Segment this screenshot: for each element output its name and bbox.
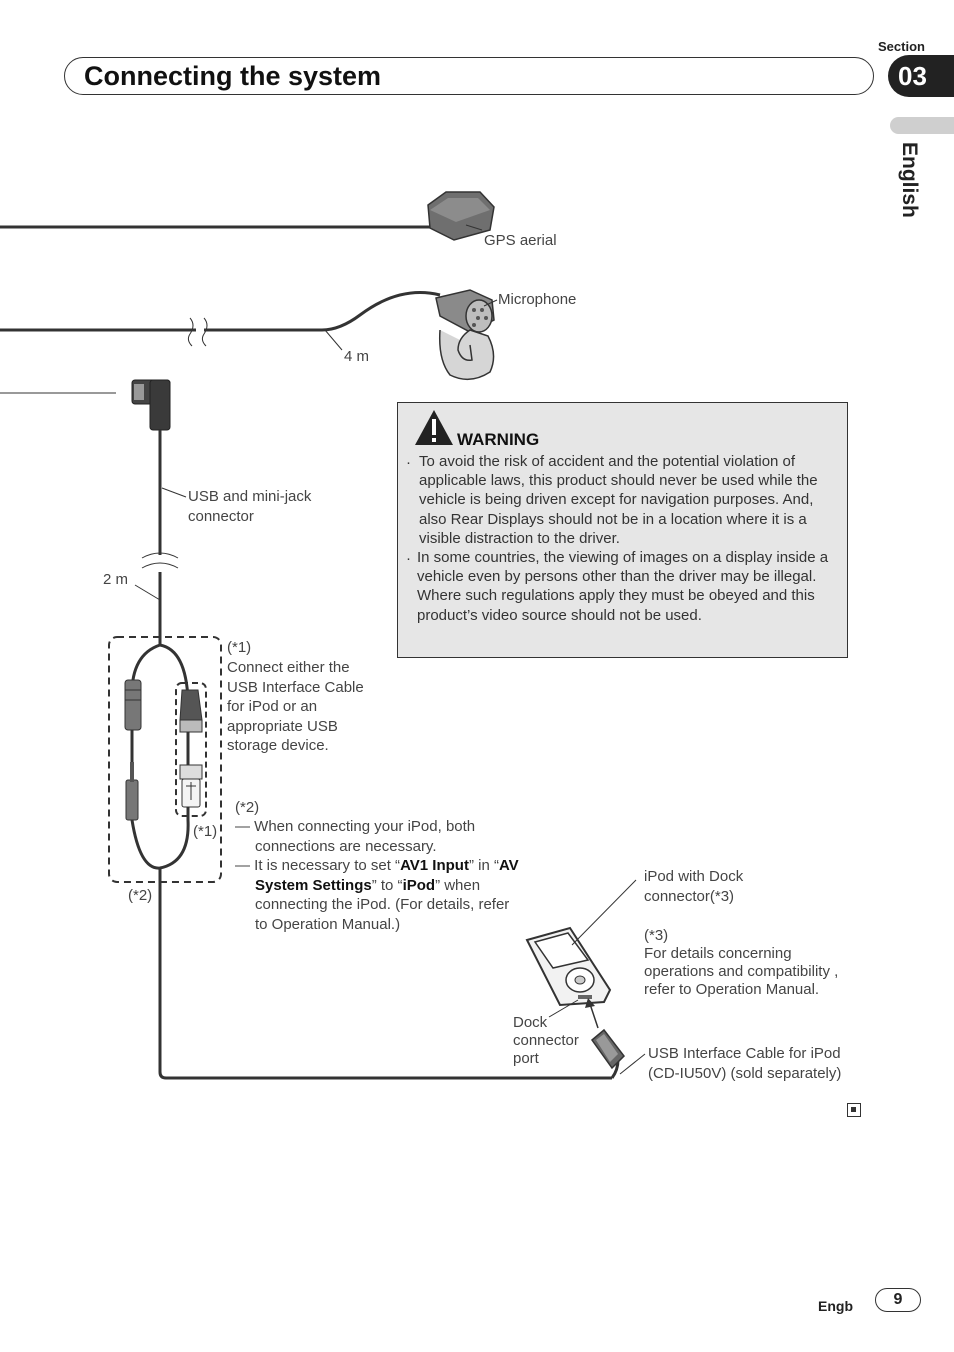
end-of-section-icon [847,1103,861,1117]
usb-connector-label: USB and mini-jack connector [188,488,312,525]
group-outline-1 [175,682,207,817]
usb-plug-icon [179,764,203,808]
note1-text: Connect either the USB Interface Cable f… [227,659,364,754]
warning-item: To avoid the risk of accident and the po… [419,453,818,547]
dock-connector-icon [590,1028,625,1070]
usb-cable-length: 2 m [103,571,129,588]
gps-aerial-icon [427,191,495,241]
note1-ref: (*1) [227,639,252,656]
warning-box [397,402,848,658]
footer-language-code: Engb [818,1298,853,1314]
warning-bullet: · [406,454,411,471]
microphone-icon [435,289,495,381]
note2-ref: (*2) [235,799,260,816]
page-number: 9 [875,1288,921,1312]
language-label: English [898,142,921,218]
warning-item: In some countries, the viewing of images… [417,549,829,624]
mic-cable-length: 4 m [344,348,370,365]
usb-ipod-cable-label: USB Interface Cable for iPod (CD-IU50V) … [648,1045,842,1082]
warning-title: WARNING [457,430,540,449]
section-number: 03 [888,55,954,97]
language-tab [890,117,954,134]
ipod-icon [525,926,612,1007]
mini-jack-plug-icon [125,762,139,821]
note2-mark: (*2) [128,887,153,904]
gps-aerial-label: GPS aerial [484,232,557,249]
page-title: Connecting the system [84,61,382,91]
usb-socket-icon [179,689,203,733]
section-label: Section [878,39,925,54]
title-frame [64,57,874,95]
note3-ref: (*3) [644,927,669,944]
dock-port-label: Dock connector port [513,1014,579,1067]
note2-line2: — It is necessary to set “AV1 Input” in … [235,857,519,933]
note2-line1: — When connecting your iPod, both connec… [235,818,476,855]
note3-text: For details concerning operations and co… [644,945,839,998]
group-outline-2 [108,636,222,883]
microphone-label: Microphone [498,291,577,308]
ipod-label: iPod with Dock connector(*3) [644,868,744,905]
note1-mark: (*1) [193,823,218,840]
usb-minijack-connector-icon [131,379,171,431]
mini-jack-socket-icon [124,679,142,731]
warning-bullet: · [406,550,411,567]
